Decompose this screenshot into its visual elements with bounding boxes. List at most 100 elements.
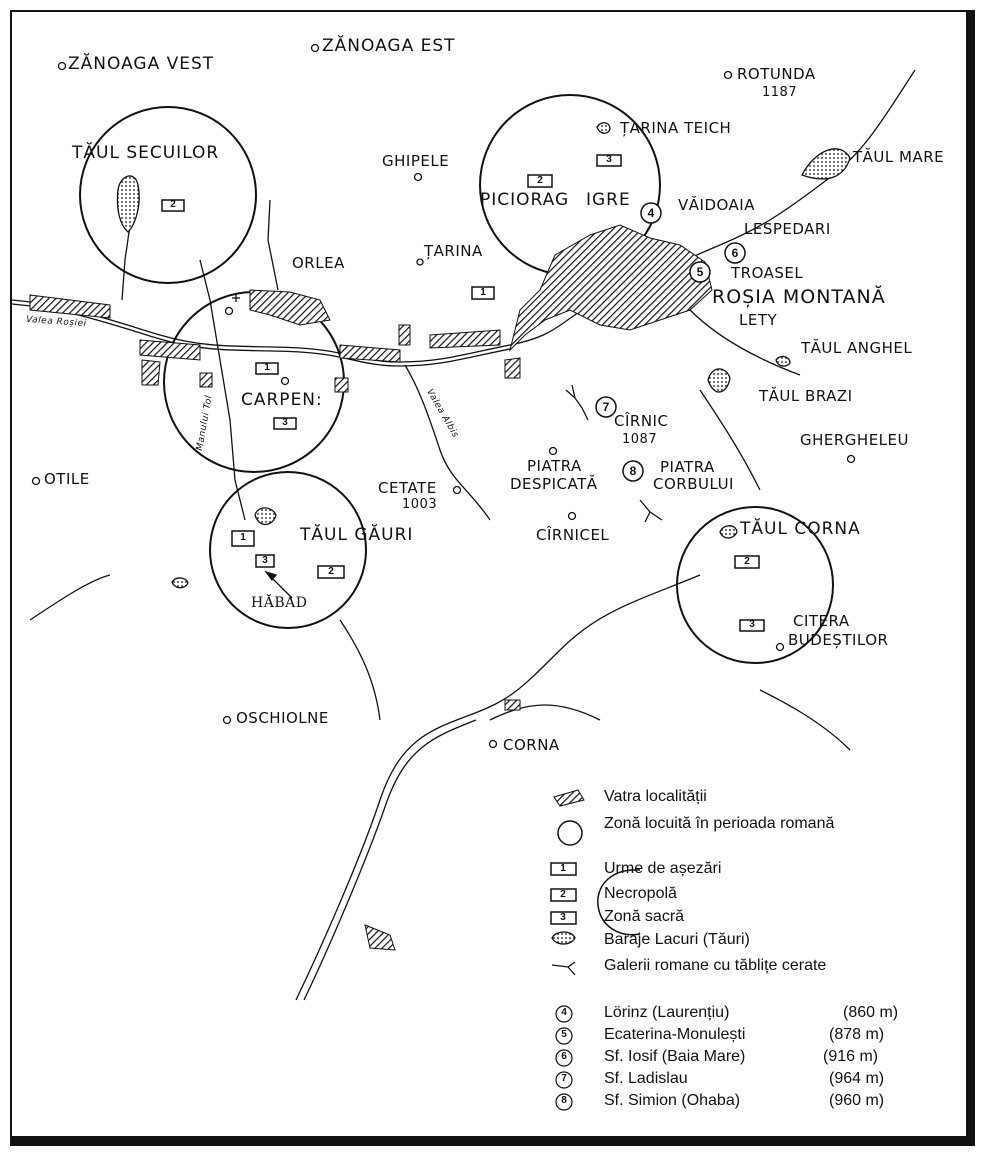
box-gauri-2	[317, 565, 345, 579]
legend-galerii: Galerii romane cu tăblițe cerate	[604, 957, 827, 974]
legend-crossover-arc	[597, 869, 641, 936]
place-carpeni: CARPEN:	[241, 390, 323, 410]
legend-asezari: Urme de așezări	[604, 860, 722, 877]
zone-circle-taul-gauri	[209, 471, 367, 629]
legend-mine-5	[555, 1027, 573, 1045]
lake-taul-mare	[801, 148, 851, 180]
legend-mine-name: Sf. Iosif (Baia Mare)	[604, 1048, 746, 1065]
place-tarina-teich: ȚARINA TEICH	[620, 119, 732, 137]
legend-mine-altitude: (878 m)	[829, 1026, 885, 1043]
box-num: 3	[262, 555, 268, 566]
place-vaidoaia: VĂIDOAIA	[678, 196, 755, 214]
mine-circle-7	[595, 396, 617, 418]
box-num: 2	[744, 556, 750, 567]
stream-tributary-secuilor	[121, 224, 131, 301]
legend-box-num: 2	[560, 889, 566, 900]
place-rotunda: ROTUNDA	[737, 65, 816, 83]
place-habad: HĂBAD	[251, 595, 308, 611]
legend-box-3	[550, 911, 577, 925]
site-box-markers	[161, 154, 765, 632]
legend-mine-name: Ecaterina-Monulești	[604, 1026, 746, 1043]
box-carpeni-1	[255, 362, 279, 375]
stream-cirnic	[699, 389, 761, 491]
habad-arrow	[264, 570, 293, 599]
place-taul-brazi: TĂUL BRAZI	[759, 387, 853, 405]
legend-mine-altitude: (916 m)	[823, 1048, 879, 1065]
mine-circle-6	[724, 242, 746, 264]
cross-symbol	[232, 294, 240, 302]
place-taul-gauri: TĂUL GĂURI	[300, 525, 414, 545]
hearth-rosia-main	[509, 224, 713, 352]
box-piciorag-2	[527, 174, 553, 188]
hearth-misc-4	[334, 377, 349, 393]
place-zanoaga-est: ZĂNOAGA EST	[322, 36, 456, 56]
legend-mine-num: 6	[561, 1051, 567, 1062]
place-citera-1: CITERA	[793, 612, 850, 630]
box-num: 2	[170, 199, 176, 210]
place-lespedari: LESPEDARI	[744, 220, 831, 238]
legend-mine-num: 8	[561, 1095, 567, 1106]
place-taul-mare: TĂUL MARE	[853, 148, 945, 166]
box-num: 1	[264, 362, 270, 373]
hearth-misc-1	[141, 359, 161, 386]
legend-box-num: 3	[560, 912, 566, 923]
map-frame-top	[10, 10, 970, 12]
corna-river-b	[303, 719, 477, 1001]
place-cirnic: CÎRNIC	[614, 412, 669, 430]
stream-habad	[339, 619, 381, 721]
place-taul-anghel: TĂUL ANGHEL	[801, 339, 913, 357]
point-markers	[31, 43, 856, 749]
lake-taul-brazi	[707, 368, 731, 393]
stream-valea-albis	[404, 364, 491, 521]
hearth-valley-2	[139, 339, 201, 361]
place-taul-secuilor: TĂUL SECUILOR	[72, 143, 220, 163]
place-rosia-montana: ROȘIA MONTANĂ	[712, 286, 886, 308]
legend-mine-8	[555, 1093, 573, 1111]
roman-galleries	[565, 384, 663, 523]
mine-circle-8	[622, 460, 644, 482]
mine-num: 4	[647, 206, 655, 220]
place-tarina: ȚARINA	[424, 242, 483, 260]
place-lety: LETY	[739, 311, 778, 329]
place-citera-2: BUDEȘTILOR	[788, 631, 889, 649]
legend-lake-symbol	[551, 931, 576, 945]
legend-mine-name: Sf. Ladislau	[604, 1070, 688, 1087]
place-oschiolne: OSCHIOLNE	[236, 709, 329, 727]
place-orlea: ORLEA	[292, 254, 345, 272]
legend-hearth-symbol	[553, 789, 585, 807]
legend-vatra: Vatra localității	[604, 788, 707, 805]
mine-circles	[595, 202, 746, 482]
box-corna-2	[734, 555, 760, 569]
mine-num: 6	[731, 246, 739, 260]
mine-num: 5	[696, 265, 704, 279]
place-piatra-corbului-2: CORBULUI	[653, 475, 734, 493]
place-cirnic-alt: 1087	[622, 432, 658, 447]
legend-necropola: Necropolă	[604, 885, 677, 902]
legend-box-2	[550, 888, 577, 902]
box-tarina-1	[471, 286, 495, 300]
box-num: 3	[606, 154, 612, 165]
mine-circle-4	[640, 202, 662, 224]
place-taul-corna: TĂUL CORNA	[740, 519, 861, 539]
map-frame-left	[10, 10, 12, 1140]
box-secuilor-2	[161, 199, 185, 212]
legend-baraje: Baraje Lacuri (Tăuri)	[604, 931, 750, 948]
hearth-lower-corna	[364, 924, 396, 951]
hearth-valley-3	[339, 344, 401, 363]
place-piatra-despicata-1: PIATRA	[527, 457, 582, 475]
legend-symbols	[550, 789, 641, 1111]
legend-mine-altitude: (964 m)	[829, 1070, 885, 1087]
box-gauri-3	[255, 554, 275, 568]
box-carpeni-3	[273, 417, 297, 430]
box-num: 3	[282, 417, 288, 428]
box-tarina-teich-3	[596, 154, 622, 167]
place-piatra-corbului-1: PIATRA	[660, 458, 715, 476]
place-zanoaga-vest: ZĂNOAGA VEST	[68, 54, 215, 74]
mine-circle-5	[689, 261, 711, 283]
stream-manului-tol	[199, 259, 246, 521]
place-cetate-alt: 1003	[402, 497, 438, 512]
main-valley-river-b	[11, 303, 511, 367]
legend-mine-altitude: (860 m)	[843, 1004, 899, 1021]
lake-taul-anghel	[775, 355, 791, 367]
